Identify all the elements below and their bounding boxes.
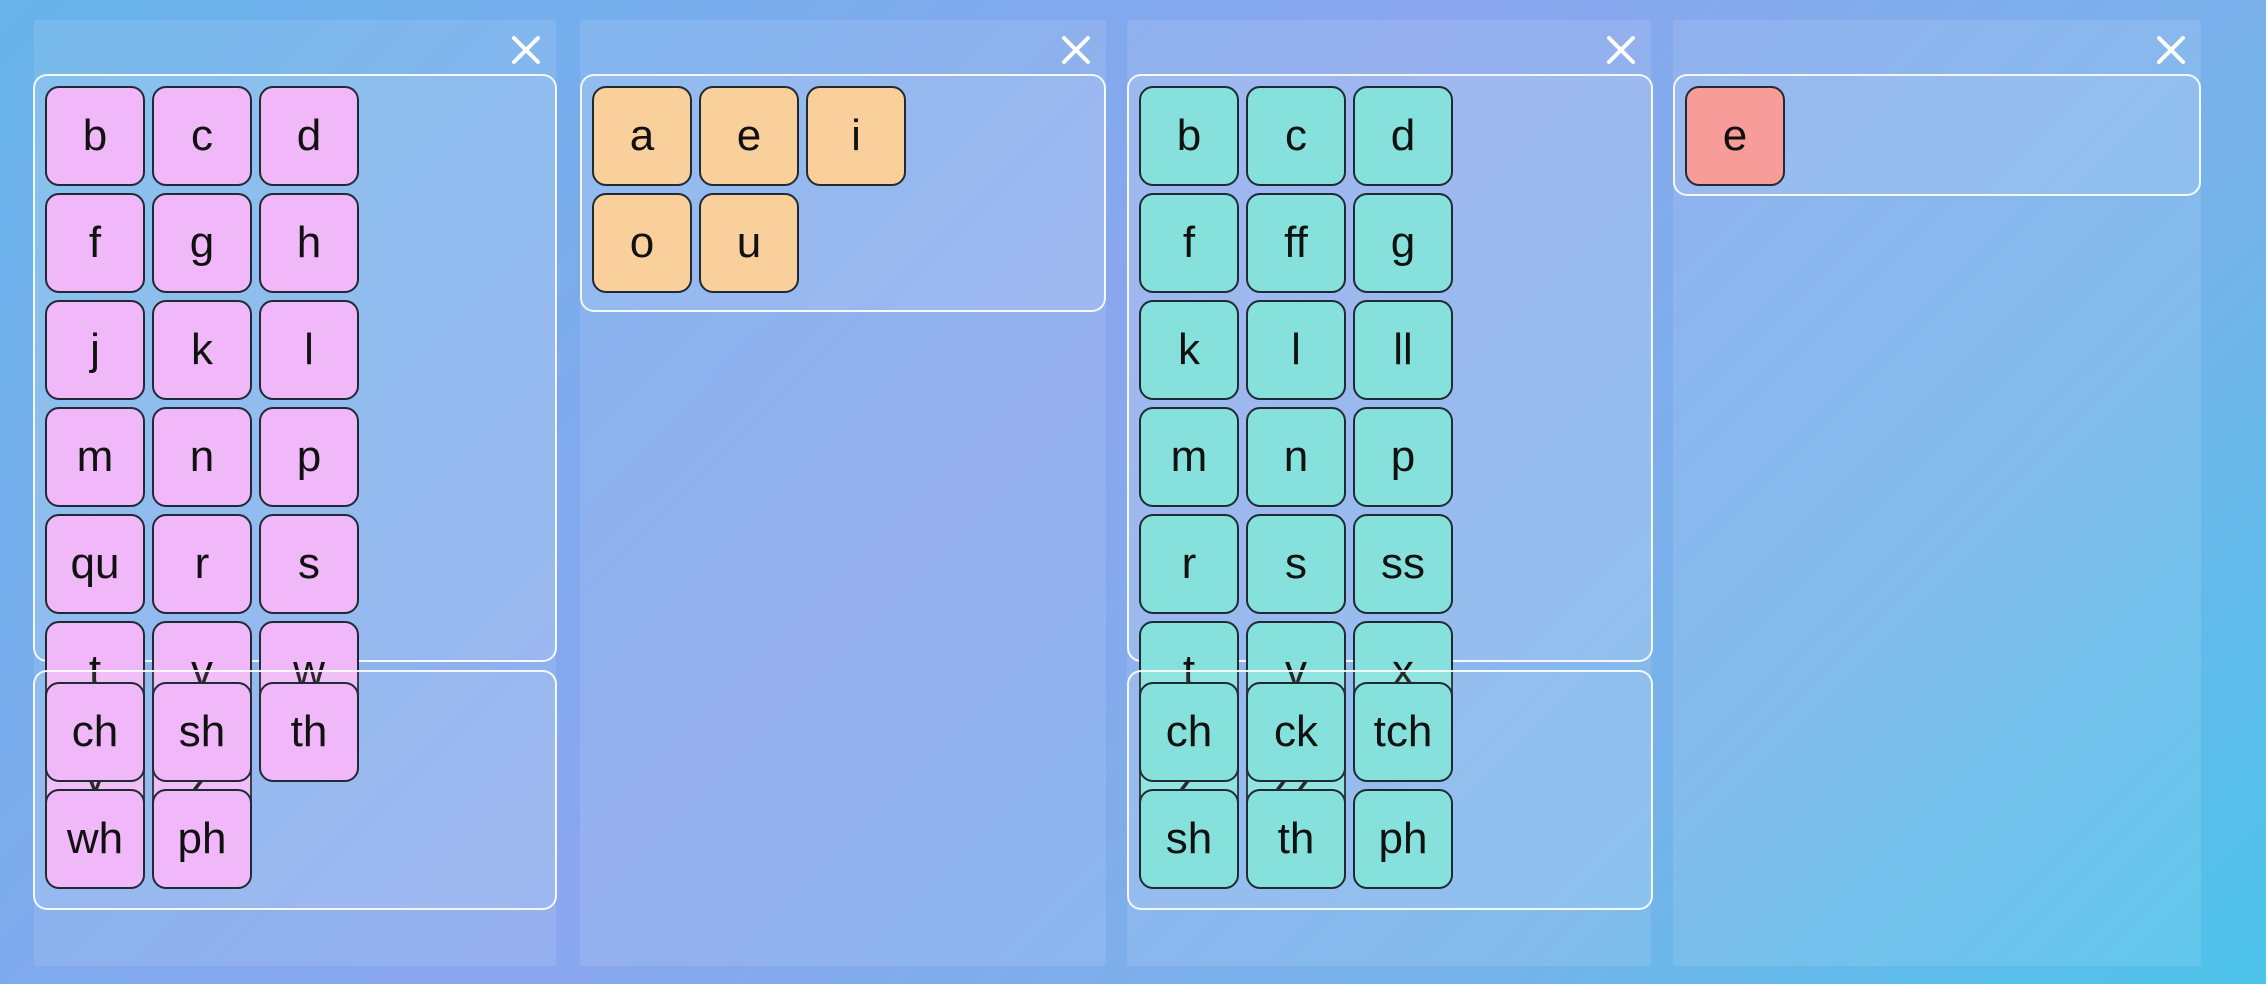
letter-tile[interactable]: m <box>45 407 145 507</box>
tile-grid: e <box>1685 86 2105 186</box>
letter-tile[interactable]: g <box>152 193 252 293</box>
letter-tile[interactable]: sh <box>152 682 252 782</box>
letter-tile[interactable]: p <box>259 407 359 507</box>
letter-tile[interactable]: th <box>259 682 359 782</box>
close-column-button[interactable] <box>1056 30 1096 70</box>
letter-tile[interactable]: f <box>45 193 145 293</box>
letter-tile[interactable]: d <box>1353 86 1453 186</box>
close-icon <box>512 36 540 64</box>
close-column-button[interactable] <box>2151 30 2191 70</box>
letter-tile[interactable]: ck <box>1246 682 1346 782</box>
letter-tile[interactable]: k <box>152 300 252 400</box>
letter-tile[interactable]: ph <box>152 789 252 889</box>
letter-tile[interactable]: l <box>1246 300 1346 400</box>
letter-tile[interactable]: b <box>1139 86 1239 186</box>
letter-tile[interactable]: wh <box>45 789 145 889</box>
letter-tile[interactable]: qu <box>45 514 145 614</box>
letter-tile[interactable]: ll <box>1353 300 1453 400</box>
close-icon <box>2157 36 2185 64</box>
letter-tile[interactable]: e <box>699 86 799 186</box>
tile-group-single-consonants: bcdfghjklmnpqurstvwyz <box>33 74 557 828</box>
letter-tile[interactable]: th <box>1246 789 1346 889</box>
tile-group-spelling-consonants: bcdfffgklllmnprssstvxzzz <box>1127 74 1653 828</box>
letter-tile[interactable]: ph <box>1353 789 1453 889</box>
letter-tile[interactable]: c <box>152 86 252 186</box>
letter-tile[interactable]: f <box>1139 193 1239 293</box>
close-column-button[interactable] <box>506 30 546 70</box>
letter-tile[interactable]: n <box>152 407 252 507</box>
letter-tile[interactable]: c <box>1246 86 1346 186</box>
letter-tile[interactable]: p <box>1353 407 1453 507</box>
tile-group-selected: e <box>1673 74 2201 196</box>
letter-tile[interactable]: b <box>45 86 145 186</box>
letter-tile[interactable]: s <box>1246 514 1346 614</box>
letter-tile[interactable]: ch <box>1139 682 1239 782</box>
letter-tile[interactable]: ch <box>45 682 145 782</box>
close-icon <box>1062 36 1090 64</box>
letter-tile[interactable]: tch <box>1353 682 1453 782</box>
letter-tile[interactable]: sh <box>1139 789 1239 889</box>
column-selected: e <box>1673 20 2201 966</box>
letter-tile[interactable]: ff <box>1246 193 1346 293</box>
letter-tile[interactable]: h <box>259 193 359 293</box>
letter-tile[interactable]: ss <box>1353 514 1453 614</box>
letter-tile[interactable]: r <box>152 514 252 614</box>
letter-tile[interactable]: r <box>1139 514 1239 614</box>
letter-tile[interactable]: m <box>1139 407 1239 507</box>
letter-tile[interactable]: g <box>1353 193 1453 293</box>
letter-tile[interactable]: n <box>1246 407 1346 507</box>
letter-tile[interactable]: k <box>1139 300 1239 400</box>
letter-tile[interactable]: s <box>259 514 359 614</box>
close-icon <box>1607 36 1635 64</box>
letter-tile[interactable]: d <box>259 86 359 186</box>
letter-tile[interactable]: e <box>1685 86 1785 186</box>
letter-tile[interactable]: i <box>806 86 906 186</box>
letter-tile[interactable]: l <box>259 300 359 400</box>
close-column-button[interactable] <box>1601 30 1641 70</box>
letter-tile[interactable]: o <box>592 193 692 293</box>
letter-tile[interactable]: u <box>699 193 799 293</box>
letter-tile[interactable]: j <box>45 300 145 400</box>
letter-tile[interactable]: a <box>592 86 692 186</box>
